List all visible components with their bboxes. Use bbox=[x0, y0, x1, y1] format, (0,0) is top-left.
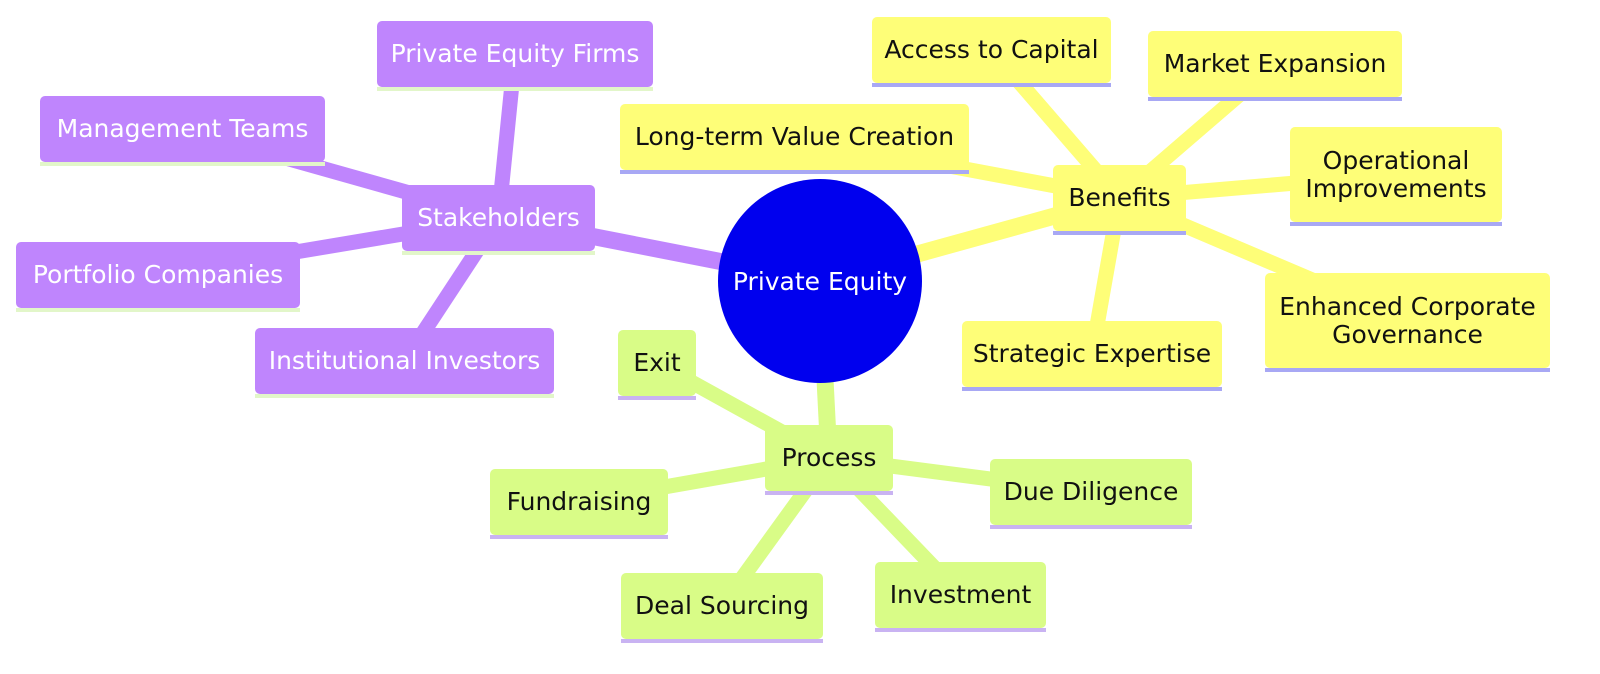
root-label: Private Equity bbox=[732, 266, 908, 296]
node-stakeholders[interactable]: Stakeholders bbox=[402, 185, 595, 255]
node-label: Access to Capital bbox=[884, 35, 1099, 64]
node-underline bbox=[402, 251, 595, 255]
node-fundraising[interactable]: Fundraising bbox=[490, 469, 668, 539]
node-process[interactable]: Process bbox=[765, 425, 893, 495]
node-portfolio-companies[interactable]: Portfolio Companies bbox=[16, 242, 300, 312]
node-underline bbox=[962, 387, 1222, 391]
node-underline bbox=[765, 491, 893, 495]
node-underline bbox=[1290, 222, 1502, 226]
node-underline bbox=[990, 525, 1192, 529]
node-label: Portfolio Companies bbox=[32, 260, 284, 289]
node-label: Management Teams bbox=[56, 114, 309, 143]
node-due-diligence[interactable]: Due Diligence bbox=[990, 459, 1192, 529]
node-underline bbox=[255, 394, 554, 398]
node-label: Operational Improvements bbox=[1305, 145, 1487, 203]
node-underline bbox=[1148, 97, 1402, 101]
node-label: Investment bbox=[889, 580, 1032, 609]
node-underline bbox=[377, 87, 653, 91]
node-label: Process bbox=[781, 443, 877, 472]
node-underline bbox=[490, 535, 668, 539]
node-label: Fundraising bbox=[506, 487, 652, 516]
node-underline bbox=[621, 639, 823, 643]
node-underline bbox=[875, 628, 1046, 632]
node-strategic-expertise[interactable]: Strategic Expertise bbox=[962, 321, 1222, 391]
node-investment[interactable]: Investment bbox=[875, 562, 1046, 632]
node-benefits[interactable]: Benefits bbox=[1053, 165, 1186, 235]
node-label: Due Diligence bbox=[1003, 477, 1179, 506]
node-enhanced-corporate-governance[interactable]: Enhanced Corporate Governance bbox=[1265, 273, 1550, 372]
node-label: Benefits bbox=[1068, 183, 1171, 212]
node-deal-sourcing[interactable]: Deal Sourcing bbox=[621, 573, 823, 643]
node-label: Private Equity Firms bbox=[390, 39, 640, 68]
node-exit[interactable]: Exit bbox=[618, 330, 696, 400]
node-underline bbox=[618, 396, 696, 400]
node-market-expansion[interactable]: Market Expansion bbox=[1148, 31, 1402, 101]
node-label: Stakeholders bbox=[417, 203, 580, 232]
node-underline bbox=[40, 162, 325, 166]
node-underline bbox=[16, 308, 300, 312]
node-access-to-capital[interactable]: Access to Capital bbox=[872, 17, 1111, 87]
node-label: Enhanced Corporate Governance bbox=[1279, 291, 1536, 349]
node-underline bbox=[1053, 231, 1186, 235]
node-label: Institutional Investors bbox=[268, 346, 541, 375]
node-underline bbox=[620, 170, 969, 174]
node-label: Long-term Value Creation bbox=[634, 122, 955, 151]
node-underline bbox=[872, 83, 1111, 87]
root-node[interactable]: Private Equity bbox=[718, 179, 922, 383]
node-institutional-investors[interactable]: Institutional Investors bbox=[255, 328, 554, 398]
node-operational-improvements[interactable]: Operational Improvements bbox=[1290, 127, 1502, 226]
node-management-teams[interactable]: Management Teams bbox=[40, 96, 325, 166]
node-label: Market Expansion bbox=[1163, 49, 1387, 78]
node-label: Strategic Expertise bbox=[972, 339, 1212, 368]
node-underline bbox=[1265, 368, 1550, 372]
node-long-term-value-creation[interactable]: Long-term Value Creation bbox=[620, 104, 969, 174]
node-label: Exit bbox=[633, 348, 681, 377]
node-label: Deal Sourcing bbox=[635, 591, 809, 620]
node-private-equity-firms[interactable]: Private Equity Firms bbox=[377, 21, 653, 91]
